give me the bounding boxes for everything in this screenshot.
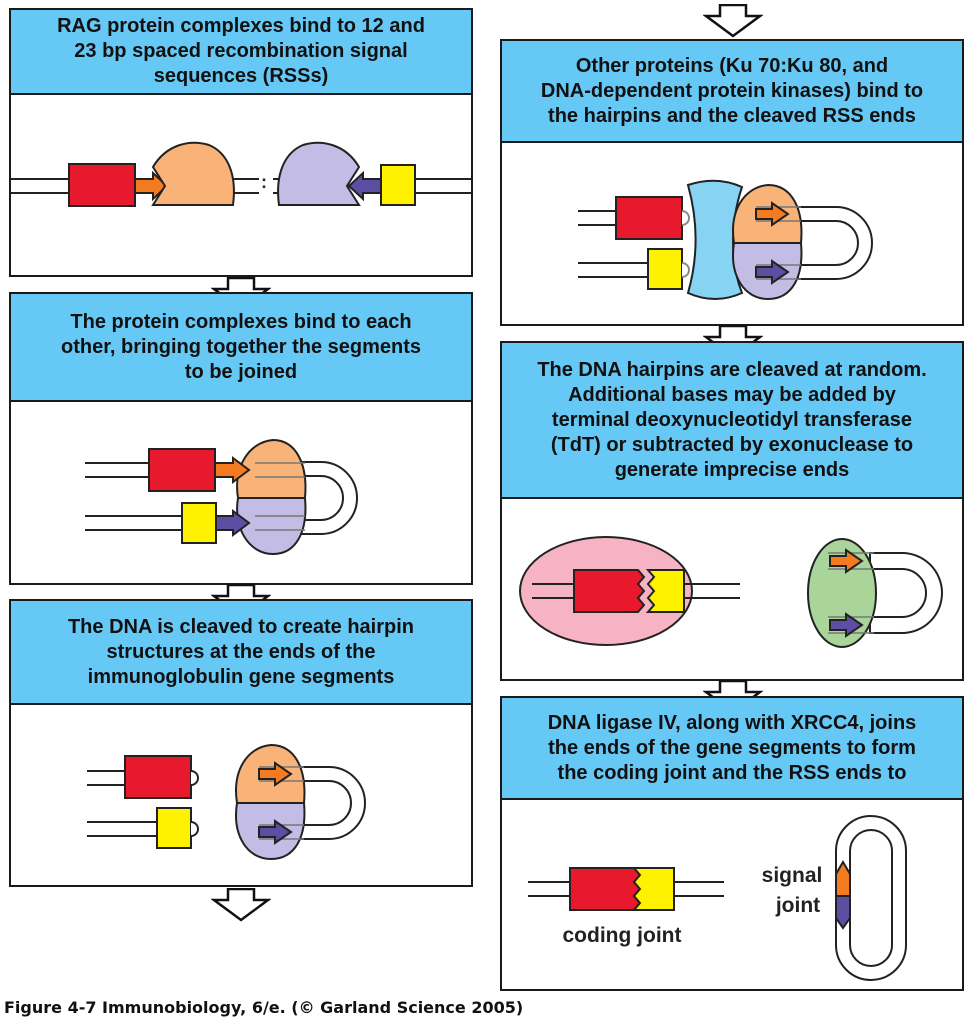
ku-dnapk-complex xyxy=(686,179,744,300)
rag-complex-lavender xyxy=(236,497,307,556)
dna-strand-lower xyxy=(87,821,159,837)
v-gene-segment xyxy=(615,196,683,240)
step4-panel: Other proteins (Ku 70:Ku 80, and DNA-dep… xyxy=(500,39,964,326)
down-arrow-icon xyxy=(211,888,271,922)
j-gene-segment xyxy=(380,164,416,206)
step4-illustration xyxy=(502,143,962,324)
j-gene-segment xyxy=(645,569,685,613)
rss-23-arrow xyxy=(347,170,382,202)
step2-illustration xyxy=(11,402,471,583)
rss-23-arrow xyxy=(755,259,790,285)
j-gene-segment xyxy=(647,248,683,290)
rag-complex-orange xyxy=(151,141,235,206)
ku-complex-green xyxy=(807,538,877,648)
step3-illustration xyxy=(11,705,471,885)
rss-hairpin-loop xyxy=(280,461,358,535)
rss-23-arrow xyxy=(215,509,251,537)
rss-23-arrow xyxy=(258,819,293,845)
rag-complex-lavender xyxy=(277,141,361,206)
rss-12-arrow xyxy=(829,548,864,574)
step6-illustration: coding joint signal joint xyxy=(502,800,962,989)
step5-illustration xyxy=(502,499,962,679)
v-gene-segment xyxy=(569,867,642,911)
rss-23-arrow xyxy=(835,895,851,930)
figure-caption: Figure 4-7 Immunobiology, 6/e. (© Garlan… xyxy=(4,998,524,1017)
down-arrow-icon xyxy=(703,4,763,38)
v-gene-segment xyxy=(124,755,192,799)
dna-strand-left xyxy=(532,583,576,599)
step5-heading: The DNA hairpins are cleaved at random. … xyxy=(502,343,962,499)
svg-text::: : xyxy=(261,172,267,192)
step1-panel: RAG protein complexes bind to 12 and 23 … xyxy=(9,8,473,277)
rss-hairpin-loop xyxy=(797,206,873,280)
dna-strand-right xyxy=(415,178,471,194)
dna-strand-right xyxy=(684,583,740,599)
j-gene-segment xyxy=(631,867,675,911)
dna-strand-upper xyxy=(578,210,618,226)
dna-strand-upper xyxy=(87,770,127,786)
dna-strand-upper xyxy=(85,462,151,478)
step6-heading: DNA ligase IV, along with XRCC4, joins t… xyxy=(502,698,962,800)
coding-joint-label: coding joint xyxy=(563,924,682,947)
step2-heading: The protein complexes bind to each other… xyxy=(11,294,471,402)
step1-heading: RAG protein complexes bind to 12 and 23 … xyxy=(11,10,471,95)
rss-hairpin-loop xyxy=(869,552,943,634)
rss-12-arrow xyxy=(258,761,293,787)
v-gene-segment xyxy=(573,569,646,613)
step3-heading: The DNA is cleaved to create hairpin str… xyxy=(11,601,471,705)
coding-hairpin-lower xyxy=(681,262,690,278)
step1-illustration: : xyxy=(11,95,471,275)
step2-panel: The protein complexes bind to each other… xyxy=(9,292,473,585)
rss-12-arrow xyxy=(214,456,251,484)
joint-label: joint xyxy=(775,894,820,917)
signal-joint-circle-inner xyxy=(849,829,893,967)
dna-strand-left xyxy=(11,178,71,194)
dna-strand-left xyxy=(528,881,572,897)
j-gene-segment xyxy=(156,807,192,849)
coding-hairpin-upper xyxy=(681,210,690,226)
signal-label: signal xyxy=(762,864,823,887)
dna-strand-lower xyxy=(85,515,183,531)
rss-12-arrow xyxy=(755,201,790,227)
step3-panel: The DNA is cleaved to create hairpin str… xyxy=(9,599,473,887)
dna-strand-right xyxy=(674,881,724,897)
step6-panel: DNA ligase IV, along with XRCC4, joins t… xyxy=(500,696,964,991)
rss-23-arrow xyxy=(829,612,864,638)
step5-panel: The DNA hairpins are cleaved at random. … xyxy=(500,341,964,681)
rss-hairpin-loop xyxy=(290,766,366,840)
v-gene-segment xyxy=(68,163,136,207)
coding-hairpin-upper xyxy=(190,770,199,786)
coding-hairpin-lower xyxy=(190,821,199,837)
step4-heading: Other proteins (Ku 70:Ku 80, and DNA-dep… xyxy=(502,41,962,143)
v-gene-segment xyxy=(148,448,216,492)
j-gene-segment xyxy=(181,502,217,544)
dna-strand-lower xyxy=(578,262,650,278)
